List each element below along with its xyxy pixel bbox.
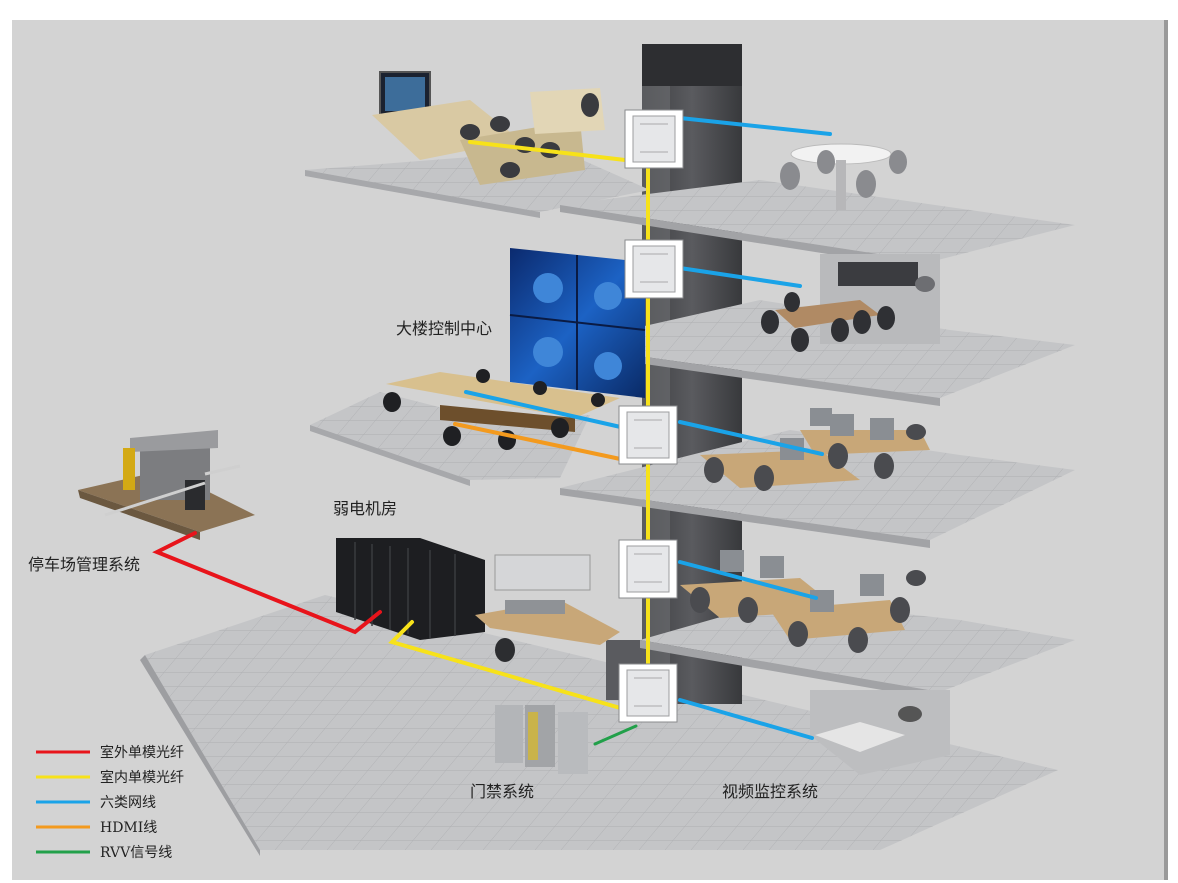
label-control-center: 大楼控制中心 <box>396 319 492 338</box>
cable-blue-2 <box>678 266 802 288</box>
access-gates <box>495 705 588 774</box>
network-cabinet <box>618 539 678 599</box>
network-cabinet <box>618 405 678 465</box>
label-parking: 停车场管理系统 <box>28 555 140 574</box>
control-center-floor <box>310 248 646 486</box>
cable-orange-hdmi <box>453 422 627 462</box>
label-access: 门禁系统 <box>470 782 534 801</box>
cable-yellow-top <box>468 140 627 162</box>
cable-blue-cc <box>464 390 627 430</box>
conference-table <box>775 300 880 328</box>
legend-label: 六类网线 <box>100 795 156 811</box>
legend-label: 室内单模光纤 <box>100 769 184 786</box>
network-cabinet <box>624 109 684 169</box>
legend-label: RVV信号线 <box>100 845 172 861</box>
video-wall <box>509 248 646 398</box>
cable-blue-5 <box>678 698 814 740</box>
cable-green-rvv <box>593 724 638 746</box>
cable-blue-3 <box>678 420 824 456</box>
cable-blue-4 <box>678 560 818 600</box>
operator-desk <box>386 372 620 418</box>
floor-3 <box>560 254 1075 406</box>
cable-blue-1 <box>678 116 832 136</box>
network-cabinets <box>618 109 684 723</box>
cables <box>152 116 832 746</box>
floor-1 <box>640 550 1075 700</box>
floor-2 <box>560 408 1075 548</box>
legend-label: HDMI线 <box>100 820 157 836</box>
network-cabinet <box>618 663 678 723</box>
ground-floor <box>140 595 1058 856</box>
server-racks <box>336 538 620 662</box>
cable-yellow-ground <box>388 620 650 718</box>
cable-red-outdoor-fiber <box>152 531 382 635</box>
legend-label: 室外单模光纤 <box>100 744 184 761</box>
label-server-room: 弱电机房 <box>333 499 397 518</box>
cctv-room <box>810 690 950 775</box>
network-cabinet <box>624 239 684 299</box>
parking-booth <box>78 430 255 540</box>
label-cctv: 视频监控系统 <box>722 782 818 801</box>
